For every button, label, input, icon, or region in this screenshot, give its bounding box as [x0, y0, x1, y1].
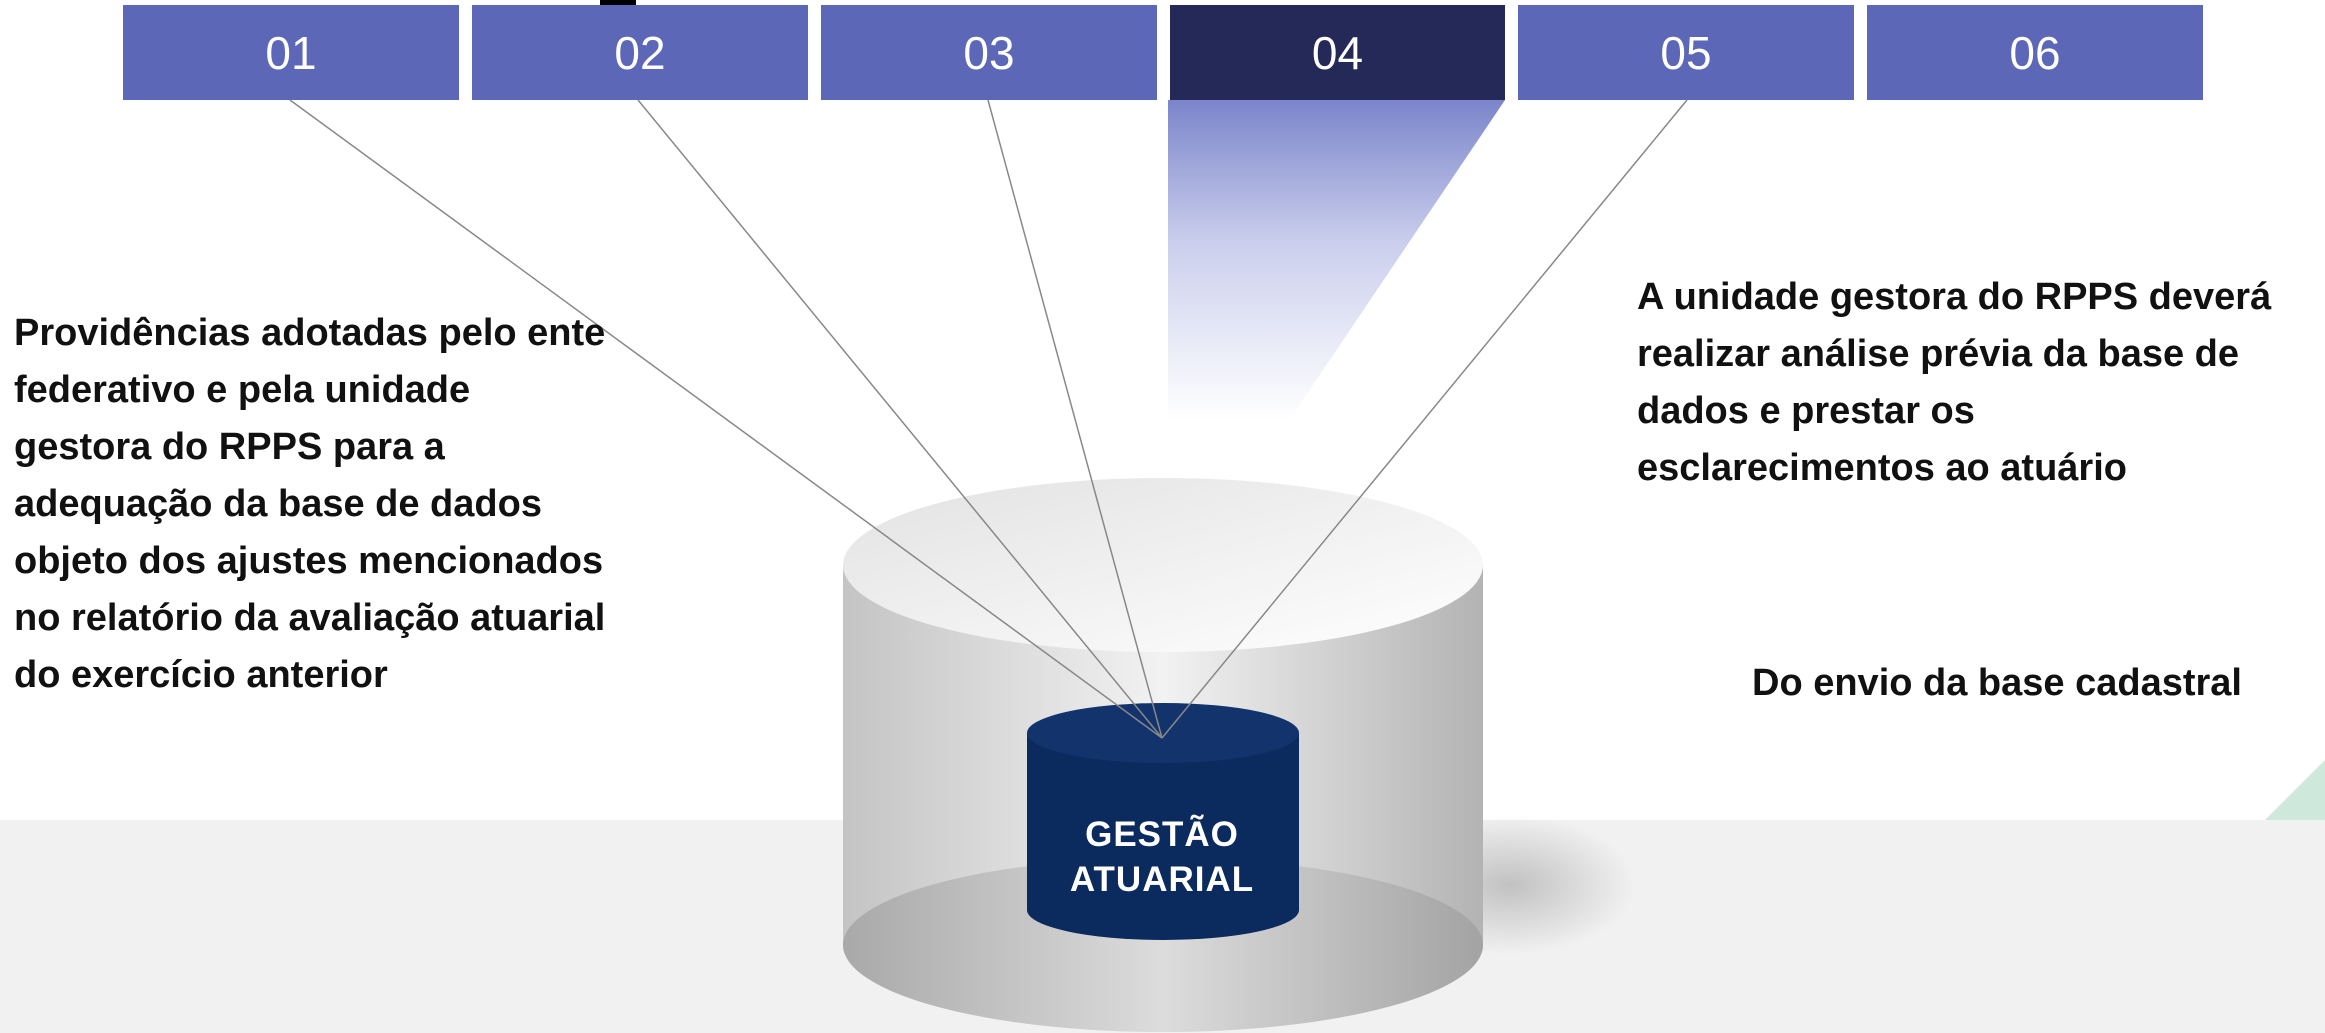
core-label: GESTÃO ATUARIAL: [1027, 812, 1297, 902]
left-description: Providências adotadas pelo ente federati…: [14, 312, 606, 696]
tab-01-label: 01: [265, 27, 317, 79]
core-label-line1: GESTÃO: [1085, 815, 1239, 854]
outer-cylinder-top: [843, 478, 1483, 652]
tab-05[interactable]: 05: [1518, 5, 1854, 100]
core-cylinder-top: [1027, 703, 1299, 763]
tab-06-label: 06: [2009, 27, 2061, 79]
connector-lines: [289, 99, 1688, 739]
core-label-line2: ATUARIAL: [1069, 860, 1255, 899]
tab-03[interactable]: 03: [821, 5, 1157, 100]
tab-04[interactable]: 04: [1170, 5, 1505, 100]
connector-line-05: [1161, 99, 1688, 739]
tab-06[interactable]: 06: [1867, 5, 2203, 100]
tab-02-label: 02: [614, 27, 666, 79]
tab-03-label: 03: [963, 27, 1015, 79]
connector-line-03: [987, 99, 1163, 739]
outer-cylinder-base: [843, 858, 1483, 1032]
core-cylinder-body: [1027, 733, 1299, 940]
tab-05-label: 05: [1660, 27, 1712, 79]
cropped-title-fragment: [600, 0, 636, 6]
tab-02[interactable]: 02: [472, 5, 808, 100]
right-caption: Do envio da base cadastral: [1752, 662, 2242, 704]
tab-01[interactable]: 01: [123, 5, 459, 100]
connector-line-02: [637, 99, 1163, 739]
right-description: A unidade gestora do RPPS deverá realiza…: [1637, 276, 2272, 489]
corner-accent-shape: [2265, 760, 2325, 820]
connector-line-01: [289, 99, 1163, 739]
tab-04-label: 04: [1311, 27, 1364, 79]
